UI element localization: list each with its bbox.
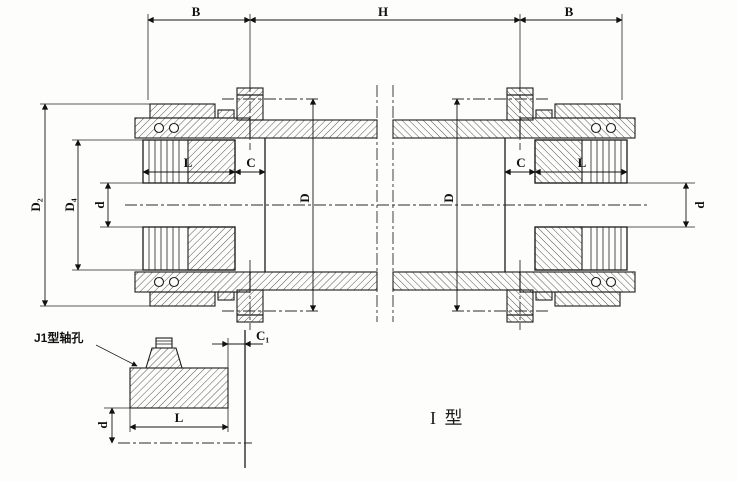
coupling-body xyxy=(125,79,648,331)
dim-label-d-left: d xyxy=(92,201,107,209)
dim-label-D-left: D xyxy=(297,193,312,202)
dim-label-l-left: L xyxy=(184,155,193,170)
detail-callout-j1: J1型轴孔 xyxy=(34,330,83,345)
labels: B H B D₂ D₄ d D D d L C C L J1型轴孔 C₁ L d… xyxy=(28,4,707,429)
dim-label-D-right: D xyxy=(441,193,456,202)
dim-label-c1: C₁ xyxy=(256,328,269,343)
detail-view-j1 xyxy=(95,330,263,468)
type-caption: I 型 xyxy=(430,408,465,428)
dimension-lines xyxy=(40,14,695,312)
dim-label-h: H xyxy=(378,4,388,19)
dim-label-d4: D₄ xyxy=(62,198,77,211)
dim-label-l-right: L xyxy=(578,155,587,170)
detail-plug-stub xyxy=(155,337,173,349)
dim-label-detail-d: d xyxy=(95,421,110,429)
dim-label-detail-l: L xyxy=(175,410,184,425)
dim-label-d-right: d xyxy=(692,201,707,209)
dim-label-b-left: B xyxy=(192,4,201,19)
dim-label-c-right: C xyxy=(516,155,525,170)
detail-hub-block xyxy=(129,367,229,409)
detail-keyway-boss xyxy=(145,347,183,369)
dim-label-d2: D₂ xyxy=(28,198,43,211)
dim-label-b-right: B xyxy=(565,4,574,19)
dim-label-c-left: C xyxy=(246,155,255,170)
